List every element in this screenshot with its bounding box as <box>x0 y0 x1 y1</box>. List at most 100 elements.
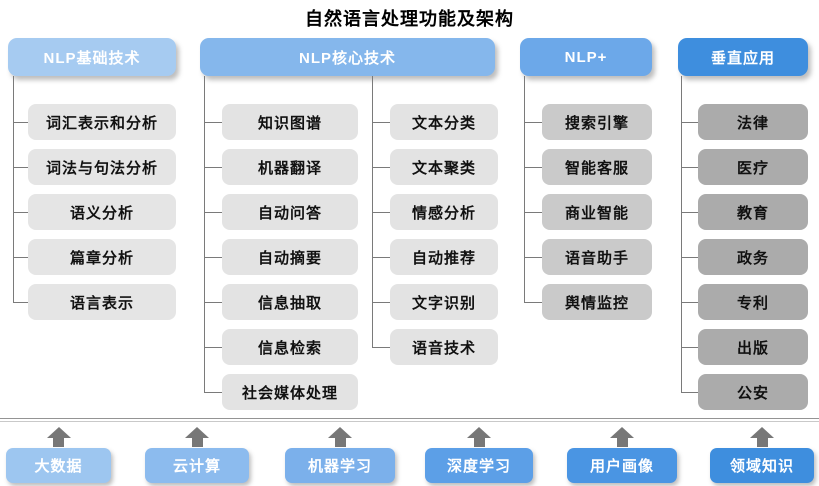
tree-item-label: 政务 <box>736 249 769 267</box>
tree-item-label: 自动推荐 <box>411 249 476 267</box>
tree-item-label: 公安 <box>736 384 769 402</box>
tree-item-label: 专利 <box>736 294 769 312</box>
arrow-stem <box>53 438 64 447</box>
tree-item-connector <box>204 257 222 258</box>
tree-item: 搜索引擎 <box>524 104 652 140</box>
tree-item-connector <box>13 122 28 123</box>
tree-connector-line <box>372 76 373 347</box>
foundation-item-label: 云计算 <box>172 458 221 475</box>
foundation-item-label: 大数据 <box>34 458 83 475</box>
tree-item: 知识图谱 <box>204 104 358 140</box>
tree-item: 教育 <box>681 194 808 230</box>
tree-item: 专利 <box>681 284 808 320</box>
tree-item-label: 舆情监控 <box>564 294 629 312</box>
foundation-divider <box>0 418 819 419</box>
tree-item: 篇章分析 <box>13 239 176 275</box>
tree-item-connector <box>524 167 542 168</box>
up-arrow-icon <box>610 427 634 447</box>
tree-item: 词汇表示和分析 <box>13 104 176 140</box>
tree-item-label: 词汇表示和分析 <box>45 114 158 132</box>
tree-item: 语音助手 <box>524 239 652 275</box>
column-header: NLP+ <box>520 38 652 76</box>
tree-item: 自动摘要 <box>204 239 358 275</box>
tree-item: 文本分类 <box>372 104 498 140</box>
column-header: 垂直应用 <box>678 38 808 76</box>
tree-connector-line <box>13 76 14 302</box>
tree-item-connector <box>372 347 390 348</box>
tree-item: 语义分析 <box>13 194 176 230</box>
tree-connector-line <box>524 76 525 302</box>
tree-item-connector <box>13 212 28 213</box>
tree-connector-line <box>204 76 205 392</box>
arrow-stem <box>616 438 628 447</box>
arrow-stem <box>334 438 346 447</box>
tree-item-label: 商业智能 <box>564 204 629 222</box>
tree-item-label: 词法与句法分析 <box>45 159 158 177</box>
arrow-head <box>467 427 491 438</box>
up-arrow-icon <box>750 427 774 447</box>
tree-item-label: 语音助手 <box>564 249 629 267</box>
tree-item-label: 语音技术 <box>411 339 476 357</box>
tree-item: 政务 <box>681 239 808 275</box>
tree-item-connector <box>372 122 390 123</box>
arrow-stem <box>756 438 768 447</box>
tree-item-connector <box>681 122 698 123</box>
foundation-item: 大数据 <box>6 448 111 483</box>
tree-item-connector <box>524 122 542 123</box>
tree-item-label: 信息抽取 <box>257 294 322 312</box>
up-arrow-icon <box>46 427 71 447</box>
tree-item-connector <box>13 167 28 168</box>
foundation-item-label: 领域知识 <box>729 458 794 475</box>
tree-item: 信息检索 <box>204 329 358 365</box>
arrow-head <box>185 427 209 438</box>
arrow-head <box>328 427 352 438</box>
tree-item-label: 法律 <box>736 114 769 132</box>
tree-item-label: 智能客服 <box>564 159 629 177</box>
tree-item-label: 篇章分析 <box>69 249 134 267</box>
tree-item-label: 文字识别 <box>411 294 476 312</box>
foundation-item: 云计算 <box>145 448 249 483</box>
arrow-head <box>46 427 71 438</box>
tree-item: 医疗 <box>681 149 808 185</box>
tree-item-connector <box>681 347 698 348</box>
tree-item-label: 医疗 <box>736 159 769 177</box>
up-arrow-icon <box>467 427 491 447</box>
tree-item-label: 语言表示 <box>69 294 134 312</box>
tree-item-connector <box>524 302 542 303</box>
foundation-item: 深度学习 <box>425 448 533 483</box>
foundation-divider-shadow <box>0 421 819 422</box>
up-arrow-icon <box>185 427 209 447</box>
tree-item: 文字识别 <box>372 284 498 320</box>
foundation-item: 用户画像 <box>567 448 677 483</box>
tree-item-connector <box>204 302 222 303</box>
column-header: NLP核心技术 <box>200 38 495 76</box>
tree-item: 舆情监控 <box>524 284 652 320</box>
foundation-item: 机器学习 <box>285 448 395 483</box>
tree-item-connector <box>681 392 698 393</box>
arrow-stem <box>191 438 203 447</box>
arrow-stem <box>473 438 485 447</box>
tree-item-connector <box>13 302 28 303</box>
tree-item: 公安 <box>681 374 808 410</box>
tree-item-connector <box>681 257 698 258</box>
tree-item: 信息抽取 <box>204 284 358 320</box>
tree-item: 自动问答 <box>204 194 358 230</box>
tree-item-label: 自动问答 <box>257 204 322 222</box>
arrow-head <box>610 427 634 438</box>
tree-item-connector <box>524 257 542 258</box>
tree-item-label: 搜索引擎 <box>564 114 629 132</box>
tree-item-connector <box>681 212 698 213</box>
tree-item-label: 自动摘要 <box>257 249 322 267</box>
tree-connector-line <box>681 76 682 392</box>
tree-item: 情感分析 <box>372 194 498 230</box>
foundation-item: 领域知识 <box>710 448 814 483</box>
foundation-item-label: 用户画像 <box>589 458 654 475</box>
tree-item-connector <box>204 392 222 393</box>
column-header: NLP基础技术 <box>8 38 176 76</box>
tree-item-connector <box>204 122 222 123</box>
tree-item-connector <box>681 302 698 303</box>
tree-item-label: 教育 <box>736 204 769 222</box>
tree-item-connector <box>372 302 390 303</box>
diagram-title: 自然语言处理功能及架构 <box>305 9 514 29</box>
